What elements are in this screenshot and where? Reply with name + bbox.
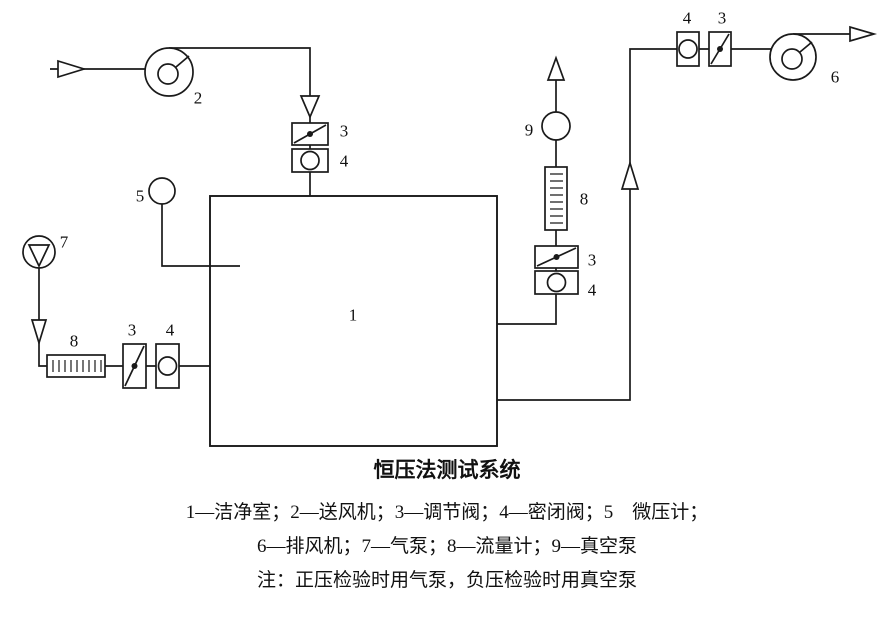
flow-arrow-down-icon [30, 319, 48, 346]
regulating-valve-right-symbol [534, 245, 579, 269]
symbol-layer [22, 25, 878, 389]
sealed-valve-topright-symbol [676, 31, 700, 67]
flow-meter-right-symbol [544, 166, 568, 231]
flow-meter-left-label: 8 [70, 332, 79, 351]
pipe-exhaust-duct [497, 48, 771, 401]
flow-arrow-right-outlet-icon [849, 25, 878, 43]
legend-note: 注：正压检验时用气泵，负压检验时用真空泵 [257, 569, 637, 591]
exhaust-fan-symbol [769, 33, 817, 81]
pipe-network [38, 33, 854, 401]
air-pump-symbol [22, 235, 56, 269]
legend-line-1: 1—洁净室；2—送风机；3—调节阀；4—密闭阀；5 微压计； [186, 501, 709, 523]
sealed-valve-left-symbol [155, 343, 180, 389]
caption-block: 恒压法测试系统 1—洁净室；2—送风机；3—调节阀；4—密闭阀；5 微压计； 6… [186, 458, 709, 591]
pipe-manometer-tap [161, 204, 240, 267]
sealed-valve-top-symbol [291, 148, 329, 173]
regulating-valve-top-symbol [291, 122, 329, 146]
regulating-valve-left-symbol [122, 343, 147, 389]
sealed-valve-top-label: 4 [340, 152, 349, 171]
chamber-label: 1 [349, 306, 358, 325]
label-layer: 1 2 3 4 5 7 8 3 4 9 8 3 4 4 3 6 [60, 9, 840, 351]
pipe-left-inlet [38, 268, 210, 367]
flow-meter-left-symbol [46, 354, 106, 378]
flow-arrow-right-inlet-icon [57, 59, 87, 79]
sealed-valve-right-label: 4 [588, 281, 597, 300]
vacuum-pump-symbol [541, 111, 571, 141]
diagram-title: 恒压法测试系统 [374, 458, 521, 482]
micro-manometer-label: 5 [136, 187, 145, 206]
vacuum-pump-label: 9 [525, 121, 534, 140]
sealed-valve-right-symbol [534, 270, 579, 295]
air-pump-label: 7 [60, 233, 69, 252]
vent-arrow-up-icon [546, 55, 566, 81]
regulating-valve-topright-symbol [708, 31, 732, 67]
supply-fan-symbol [144, 47, 194, 97]
regulating-valve-left-label: 3 [128, 321, 137, 340]
funnel-down-icon [299, 95, 321, 120]
pipe-vacuum-branch [497, 80, 557, 325]
flow-meter-right-label: 8 [580, 190, 589, 209]
legend-line-2: 6—排风机；7—气泵；8—流量计；9—真空泵 [257, 535, 637, 557]
supply-fan-label: 2 [194, 89, 203, 108]
exhaust-fan-label: 6 [831, 68, 840, 87]
clean-room-box [209, 195, 498, 447]
regulating-valve-right-label: 3 [588, 251, 597, 270]
regulating-valve-topright-label: 3 [718, 9, 727, 28]
flow-arrow-up-icon [620, 160, 640, 190]
sealed-valve-topright-label: 4 [683, 9, 692, 28]
pipe-supply-duct [169, 47, 311, 196]
sealed-valve-left-label: 4 [166, 321, 175, 340]
regulating-valve-top-label: 3 [340, 122, 349, 141]
micro-manometer-symbol [148, 177, 176, 205]
